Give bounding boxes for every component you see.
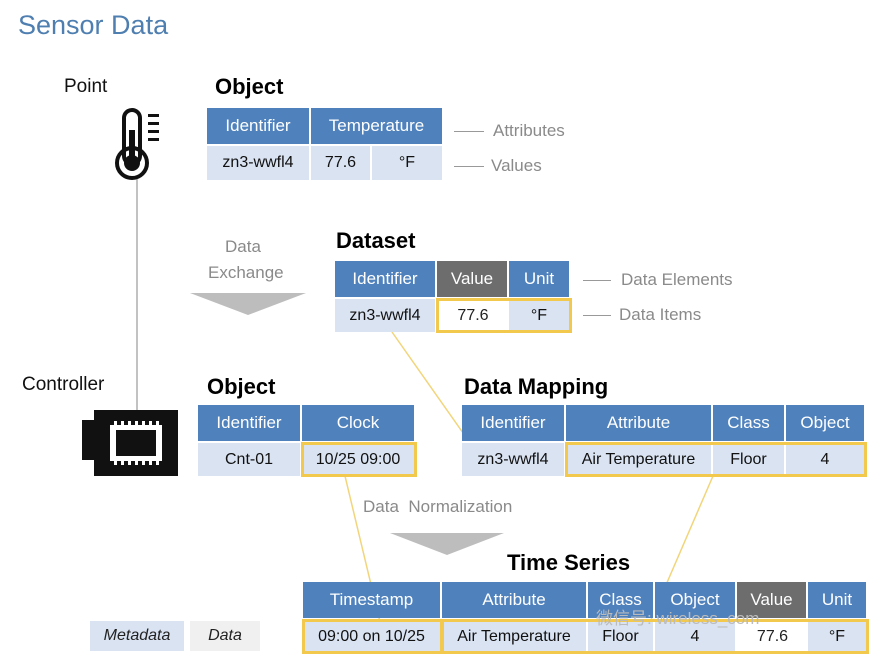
mapping-value-class: Floor	[713, 443, 786, 476]
mapping-value-identifier: zn3-wwfl4	[462, 443, 566, 476]
legend-metadata: Metadata	[90, 621, 184, 651]
mapping-header-identifier: Identifier	[462, 405, 566, 441]
object2-value-identifier: Cnt-01	[198, 443, 302, 476]
timeseries-value-value: 77.6	[737, 620, 808, 653]
mapping-header-object: Object	[786, 405, 866, 441]
page-title: Sensor Data	[18, 10, 169, 40]
controller-label: Controller	[22, 374, 105, 395]
dataset-highlight	[436, 298, 572, 333]
mapping-title: Data Mapping	[464, 374, 609, 399]
timeseries-header-value: Value	[737, 582, 808, 618]
legend-data: Data	[190, 621, 260, 651]
watermark: 微信号: wireless_com	[596, 609, 760, 628]
timeseries-value-object: 4	[655, 620, 737, 653]
dataset-header-unit: Unit	[509, 261, 571, 297]
data-items-label: Data Items	[619, 305, 702, 324]
attributes-label: Attributes	[493, 121, 565, 140]
mapping-highlight	[565, 442, 867, 477]
object2-header-identifier: Identifier	[198, 405, 302, 441]
dataset-value-unit: °F	[509, 299, 571, 332]
dataset-value-value: 77.6	[437, 299, 509, 332]
normalization-arrow-icon	[390, 533, 504, 555]
data-items-leader-line	[583, 315, 611, 316]
data-elements-leader-line	[583, 280, 611, 281]
object1-title: Object	[215, 74, 284, 99]
timeseries-row-highlight	[441, 619, 869, 654]
object2-header-clock: Clock	[302, 405, 416, 441]
timeseries-header-class: Class	[588, 582, 655, 618]
timeseries-header-object: Object	[655, 582, 737, 618]
dataset-header-value: Value	[437, 261, 509, 297]
exchange-arrow-icon	[190, 293, 306, 315]
object2-title: Object	[207, 374, 276, 399]
mapping-header-attribute: Attribute	[566, 405, 713, 441]
object2-value-clock: 10/25 09:00	[302, 443, 416, 476]
values-leader-line	[454, 166, 484, 167]
data-elements-label: Data Elements	[621, 270, 733, 289]
timeseries-header-attribute: Attribute	[442, 582, 588, 618]
dataset-header-identifier: Identifier	[335, 261, 437, 297]
timestamp-highlight	[302, 619, 443, 654]
object1-header-temperature: Temperature	[311, 108, 444, 144]
values-label: Values	[491, 156, 542, 175]
timeseries-header-timestamp: Timestamp	[303, 582, 442, 618]
timeseries-header-unit: Unit	[808, 582, 868, 618]
dataset-value-identifier: zn3-wwfl4	[335, 299, 437, 332]
dataset-title: Dataset	[336, 228, 416, 253]
object1-value-unit: °F	[372, 146, 444, 180]
point-label: Point	[64, 76, 108, 97]
attributes-leader-line	[454, 131, 484, 132]
normalization-label: Data Normalization	[363, 497, 513, 516]
exchange-label-line2: Exchange	[208, 263, 284, 282]
exchange-label-line1: Data	[225, 237, 261, 256]
timeseries-title: Time Series	[507, 550, 631, 575]
mapping-value-attribute: Air Temperature	[566, 443, 713, 476]
object1-value-identifier: zn3-wwfl4	[207, 146, 311, 180]
mapping-header-class: Class	[713, 405, 786, 441]
object1-value-temperature: 77.6	[311, 146, 372, 180]
clock-highlight	[301, 442, 417, 477]
object1-header-identifier: Identifier	[207, 108, 311, 144]
timeseries-value-attribute: Air Temperature	[442, 620, 588, 653]
timeseries-value-class: Floor	[588, 620, 655, 653]
